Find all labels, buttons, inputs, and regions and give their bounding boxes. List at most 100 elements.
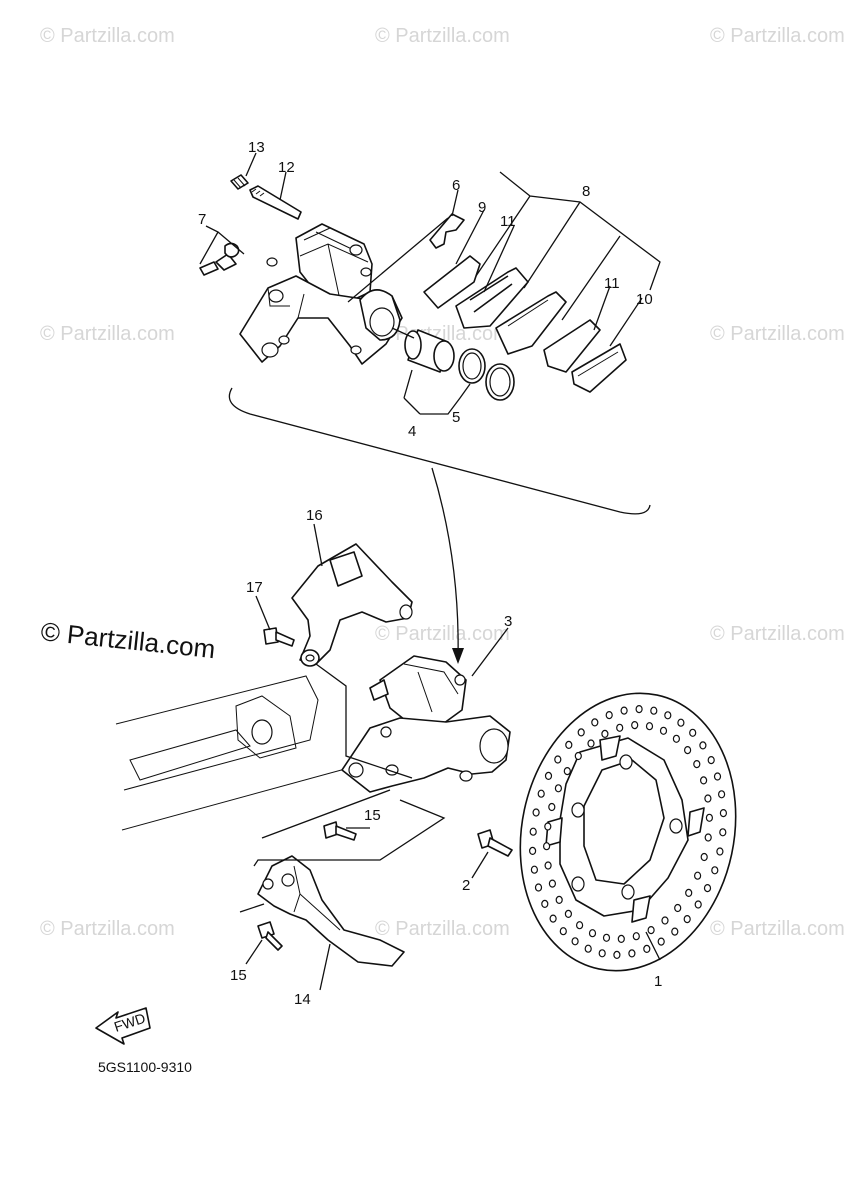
disc-vent-hole [700,852,708,862]
callout-3: 3 [504,613,512,630]
disc-vent-hole [650,706,658,715]
callout-1: 1 [654,973,662,990]
disc-vent-hole [705,813,714,822]
diagram-code: 5GS1100-9310 [98,1059,192,1075]
disc-vent-hole [716,847,724,856]
leader-lines-upper [199,152,661,415]
disc-vent-hole [711,866,719,875]
caliper-exploded [199,152,661,415]
callout-9: 9 [478,199,486,216]
watermark-text: © Partzilla.com [40,918,175,940]
disc-vent-hole [632,932,640,941]
disc-vent-hole [620,706,628,715]
disc-guard-14 [257,855,405,967]
disc-vent-hole [657,937,665,946]
forward-arrow: FWD [95,1007,151,1045]
disc-vent-hole [587,739,595,748]
disc-vent-hole [704,794,712,803]
watermark-text: © Partzilla.com [375,623,510,645]
bleed-plug-13 [230,174,249,190]
disc-vent-hole [554,784,563,793]
disc-bolt-2 [477,829,513,857]
callout-5: 5 [452,409,460,426]
callout-8: 8 [582,183,590,200]
callout-13: 13 [248,139,265,156]
disc-vent-hole [574,751,582,761]
disc-vent-hole [704,833,712,842]
callout-15-lower: 15 [230,967,247,984]
disc-vent-hole [699,741,707,750]
watermark-text: © Partzilla.com [710,623,845,645]
disc-vent-hole [571,937,579,946]
disc-vent-hole [548,802,556,812]
disc-vent-hole [563,766,571,776]
disc-vent-hole [713,772,722,781]
bolt-15-lower [257,921,283,951]
disc-vent-hole [613,950,621,960]
disc-vent-hole [664,711,672,720]
disc-vent-hole [544,771,553,781]
callout-7: 7 [198,211,206,228]
callout-2: 2 [462,877,470,894]
watermark-text: © Partzilla.com [40,323,175,345]
disc-vent-hole [694,900,702,909]
disc-vent-hole [707,755,715,765]
disc-vent-hole [674,903,682,913]
disc-vent-hole [565,740,573,750]
disc-vent-hole [549,914,557,923]
watermark-text: © Partzilla.com [40,25,175,47]
watermark-main: © Partzilla.com [39,616,216,664]
callout-6: 6 [452,177,460,194]
assembly-arrowhead [452,648,464,664]
piston-4 [404,329,455,373]
disc-vent-hole [719,828,727,837]
callout-4: 4 [408,423,416,440]
disc-vent-hole [598,949,606,958]
callout-11-left: 11 [500,213,516,230]
disc-vent-hole [645,722,654,731]
callout-16: 16 [306,507,323,524]
disc-vent-hole [689,728,697,737]
disc-vent-hole [528,846,537,856]
brake-disc-1 [519,692,737,972]
caliper-bracket-16 [291,543,413,667]
disc-vent-hole [584,944,592,953]
callout-12: 12 [278,159,295,176]
disc-vent-hole [699,776,708,785]
disc-vent-hole [564,909,573,919]
disc-vent-hole [683,745,692,755]
watermark-text: © Partzilla.com [710,25,845,47]
disc-vent-hole [554,755,562,764]
callout-15-upper: 15 [364,807,381,824]
disc-vent-hole [617,934,625,944]
disc-vent-hole [575,921,584,930]
disc-vent-hole [683,914,691,924]
swingarm-phantom [115,675,357,831]
disc-vent-hole [717,790,726,799]
rear-caliper-3 [341,655,511,793]
bleed-screw-7 [199,242,278,276]
watermark-text: © Partzilla.com [375,25,510,47]
bolt-17 [263,627,295,647]
disc-vent-hole [671,927,679,936]
disc-vent-hole [548,879,557,888]
disc-vent-hole [532,808,540,817]
disc-vent-hole [588,929,597,938]
disc-vent-hole [719,808,728,818]
disc-vent-hole [693,759,701,769]
watermark-text: © Partzilla.com [710,918,845,940]
disc-vent-hole [661,916,669,925]
disc-vent-hole [631,720,639,730]
disc-vent-holes [528,704,728,960]
disc-vent-hole [542,842,551,851]
watermark-text: © Partzilla.com [710,323,845,345]
disc-vent-hole [685,888,693,898]
disc-vent-hole [602,933,611,942]
exploded-view-bracket [228,387,651,515]
disc-vent-hole [534,883,543,892]
disc-vent-hole [577,728,585,737]
disc-vent-hole [537,789,545,798]
disc-vent-hole [616,723,624,732]
piston-seal-5 [458,348,515,401]
